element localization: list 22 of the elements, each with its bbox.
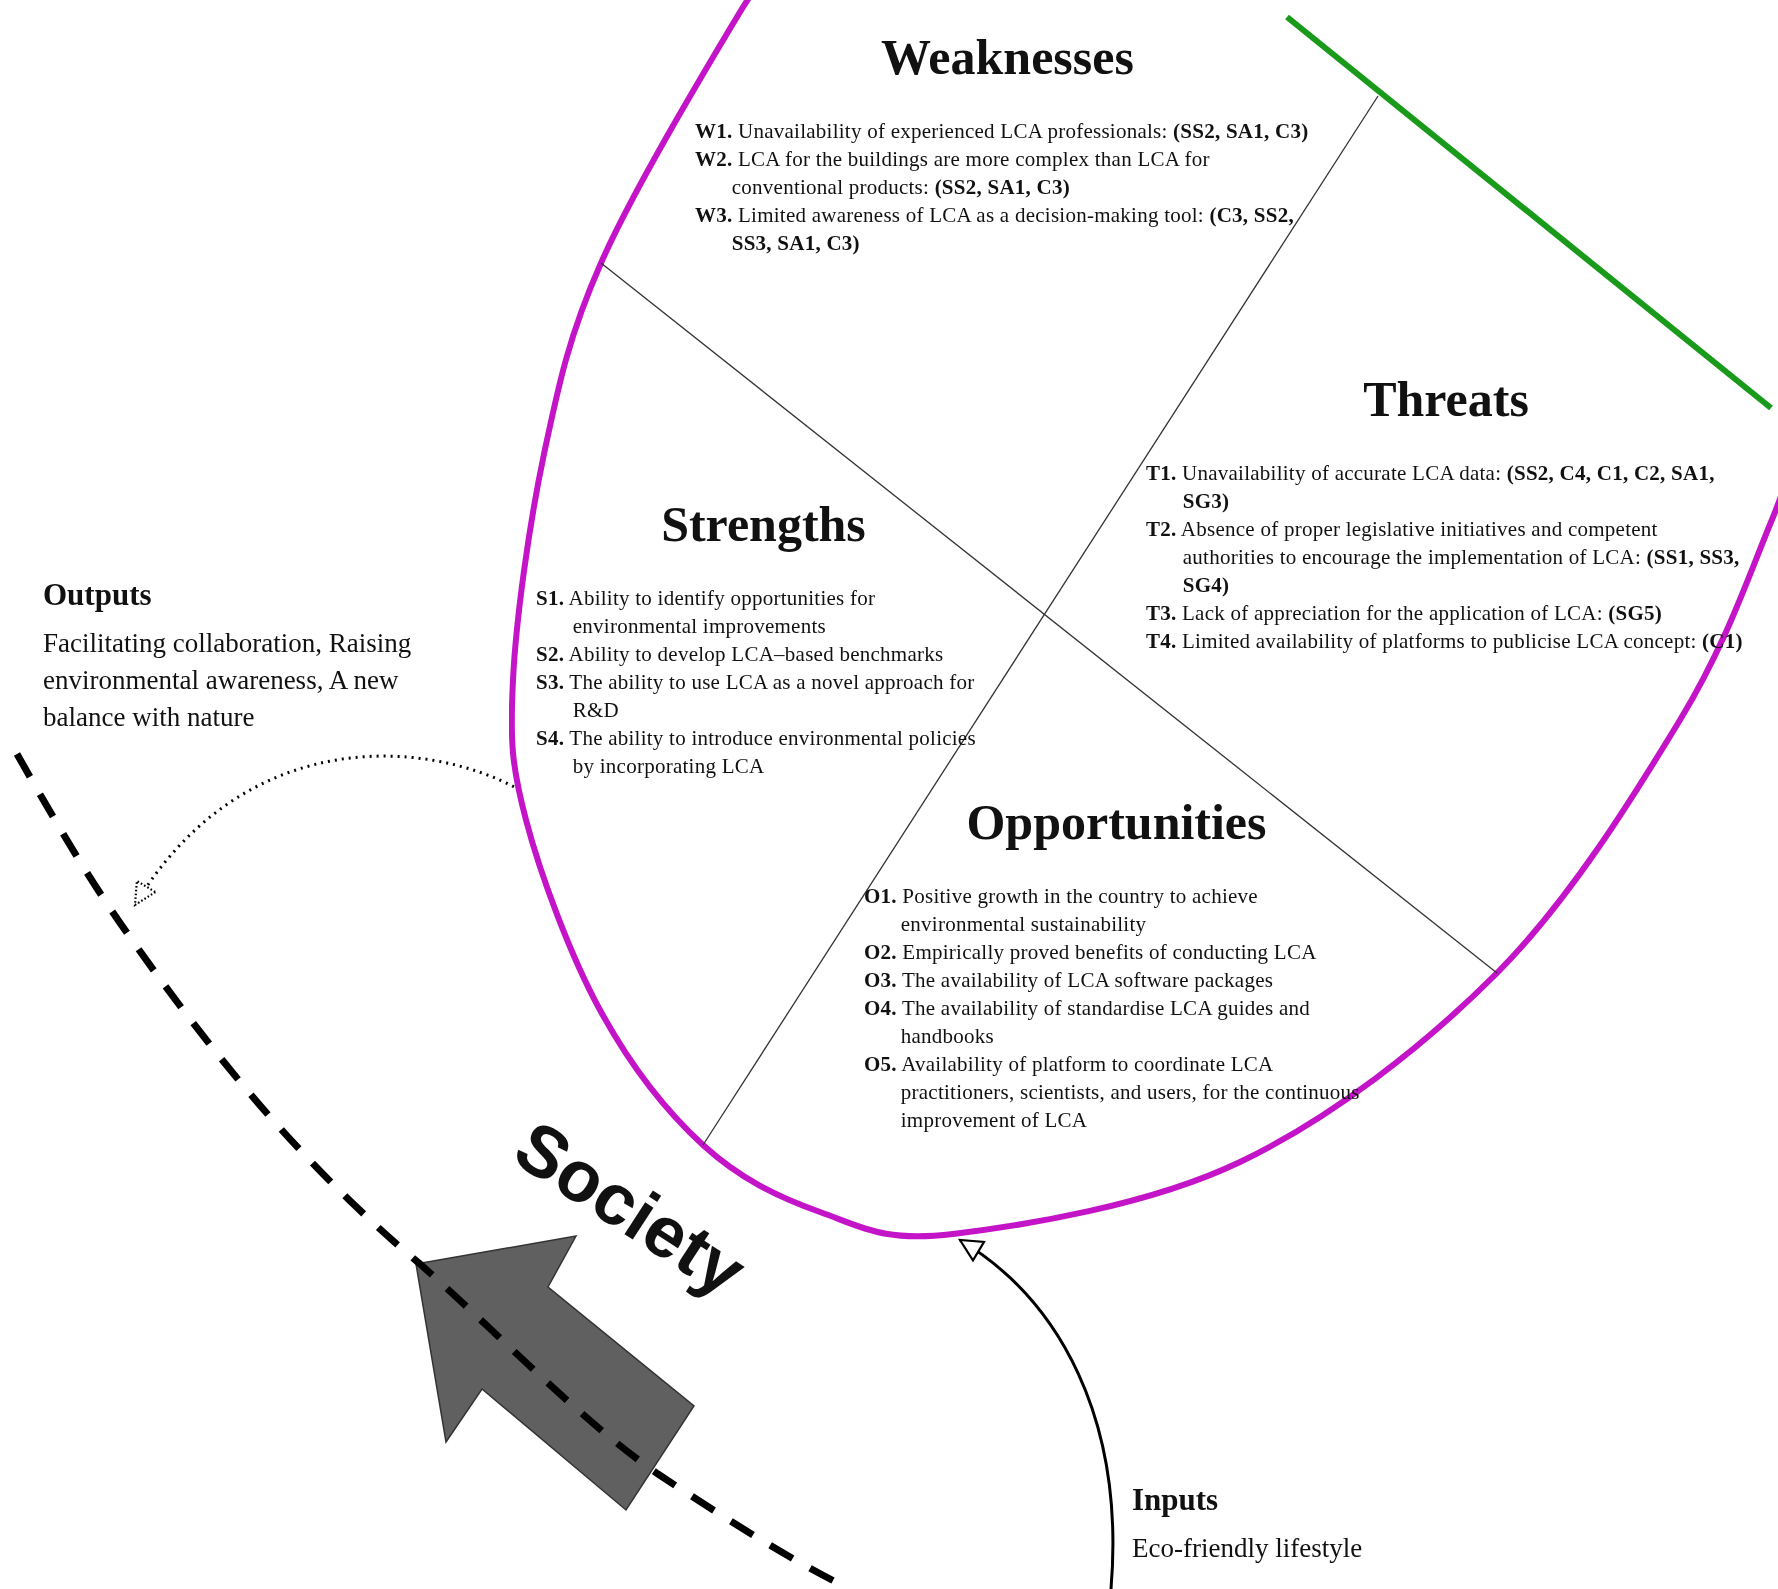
list-item: O1. Positive growth in the country to achieve environmental sustainability [864, 883, 1259, 938]
list-item: T1. Unavailability of accurate LCA data: (SS2, C4, C1, C2, SA1, SG3) [1146, 460, 1716, 515]
list-item: S3. The ability to use LCA as a novel approach for R&D [536, 669, 976, 724]
body-text: Eco-friendly lifestyle [1132, 1532, 1364, 1565]
list-item: T3. Lack of appreciation for the application of LCA: (SG5) [1146, 600, 1664, 627]
list-item: O4. The availability of standardise LCA guides and handbooks [864, 995, 1312, 1050]
quadrant-heading: Strengths [660, 495, 867, 554]
list-item: T2. Absence of proper legislative initiatives and competent authorities to encourage the implementation of LCA: (SS1, SS3, SG4) [1146, 516, 1741, 599]
list-item: S1. Ability to identify opportunities for environmental improvements [536, 585, 877, 640]
quadrant-heading: Weaknesses [880, 28, 1135, 87]
list-item: W3. Limited awareness of LCA as a decision-making tool: (C3, SS2, SS3, SA1, C3) [695, 202, 1295, 257]
quadrant-heading: Opportunities [965, 793, 1268, 852]
section-heading: Inputs [1132, 1481, 1220, 1519]
quadrant-heading: Threats [1362, 370, 1530, 429]
arrow [958, 1238, 1115, 1589]
list-item: O2. Empirically proved benefits of conducting LCA [864, 939, 1318, 966]
list-item: W1. Unavailability of experienced LCA professionals: (SS2, SA1, C3) [695, 118, 1310, 145]
section-heading: Outputs [43, 576, 153, 614]
list-item: O3. The availability of LCA software packages [864, 967, 1275, 994]
body-text: Facilitating collaboration, Raising environmental awareness, A new balance with nature [43, 627, 413, 734]
list-item: W2. LCA for the buildings are more complex than LCA for conventional products: (SS2, SA1, C3) [695, 146, 1211, 201]
list-item: S2. Ability to develop LCA–based benchmarks [536, 641, 945, 668]
